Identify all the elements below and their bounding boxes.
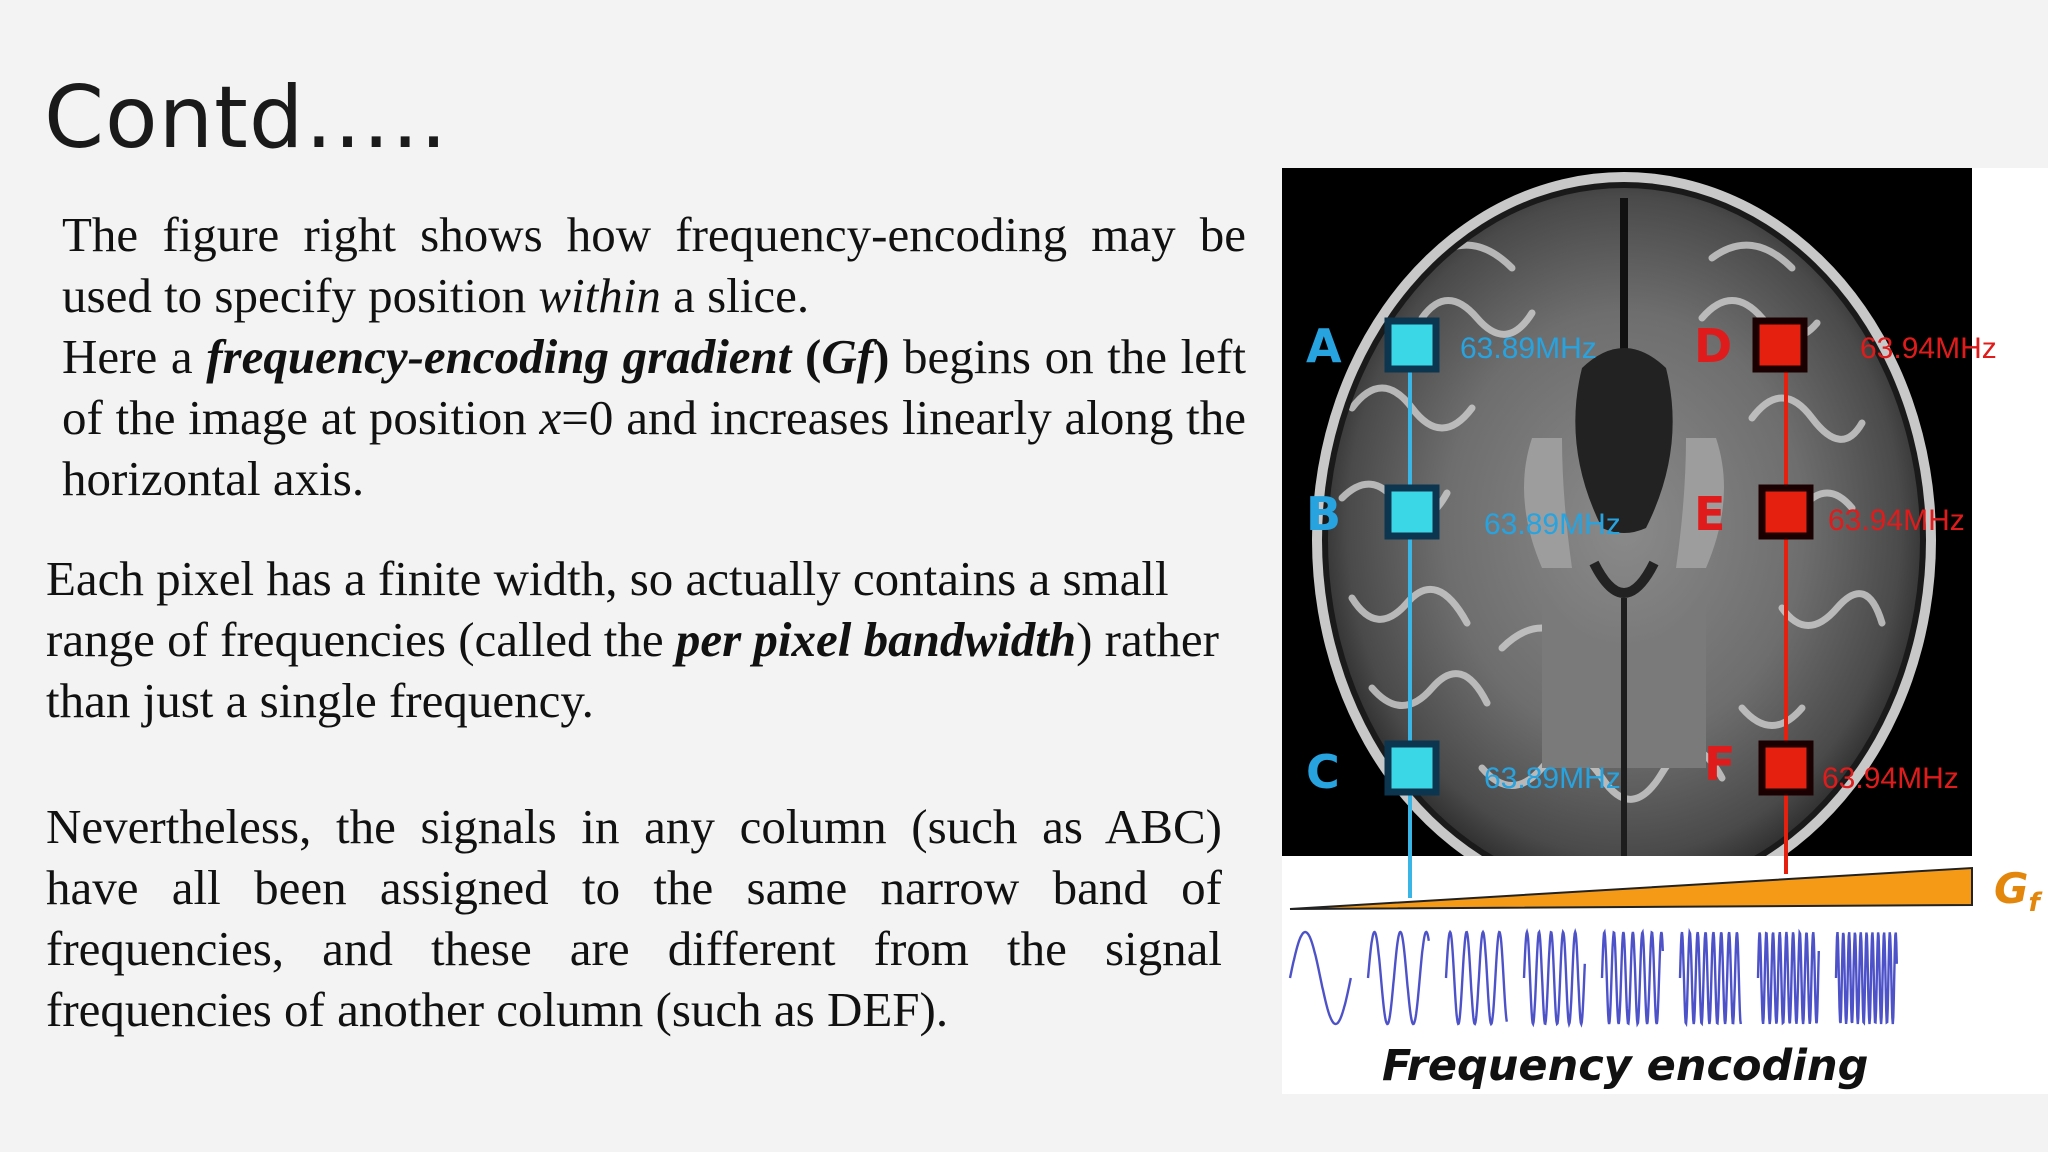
- point-f: F 63.94MHz: [1704, 737, 1959, 796]
- frequency-waveform: [1288, 927, 1898, 1028]
- label-a: A: [1306, 319, 1342, 373]
- freq-c: 63.89MHz: [1484, 762, 1621, 795]
- label-e: E: [1694, 487, 1725, 541]
- paragraph-frequency-encoding: The figure right shows how frequency-enc…: [62, 204, 1246, 509]
- para1-open-paren: (: [791, 329, 822, 384]
- paragraph-columns: Nevertheless, the signals in any column …: [46, 799, 1222, 1037]
- para2-end: ) rather than just a single frequency.: [46, 612, 1219, 728]
- para1-mid: begins on the left of the image at posit…: [62, 329, 1246, 445]
- para2-bandwidth-term: per pixel bandwidth: [675, 612, 1077, 667]
- slide-title: Contd…..: [44, 68, 449, 168]
- para1-within: within: [538, 268, 661, 323]
- gradient-label: Gf: [1994, 864, 2043, 918]
- point-c: C 63.89MHz: [1306, 740, 1621, 799]
- point-e: E 63.94MHz: [1694, 484, 1965, 541]
- freq-e: 63.94MHz: [1828, 504, 1965, 537]
- point-a: A 63.89MHz: [1306, 317, 1597, 373]
- figure-svg: A 63.89MHz B 63.89MHz C 63.89MHz D 63.94…: [1282, 168, 2048, 1094]
- freq-d: 63.94MHz: [1860, 332, 1997, 365]
- brain-scan-image: [1312, 172, 1936, 908]
- frequency-encoding-figure: A 63.89MHz B 63.89MHz C 63.89MHz D 63.94…: [1282, 168, 2048, 1094]
- point-b: B 63.89MHz: [1306, 484, 1621, 541]
- para1-text-end: a slice.: [660, 268, 810, 323]
- label-c: C: [1306, 745, 1340, 799]
- freq-f: 63.94MHz: [1822, 762, 1959, 795]
- para1-gf: Gf: [821, 329, 874, 384]
- para1-gradient-term: frequency-encoding gradient: [206, 329, 792, 384]
- para1-eq: =0 and increases linearly along the hori…: [62, 390, 1246, 506]
- label-f: F: [1704, 737, 1735, 791]
- para1-close-paren: ): [873, 329, 890, 384]
- label-d: D: [1694, 319, 1732, 373]
- para1-text: The figure right shows how frequency-enc…: [62, 207, 1246, 323]
- point-d: D 63.94MHz: [1694, 317, 1997, 373]
- freq-a: 63.89MHz: [1460, 332, 1597, 365]
- para1-here: Here a: [62, 329, 207, 384]
- label-b: B: [1306, 487, 1341, 541]
- gradient-wedge: [1289, 866, 1973, 910]
- para2-start: Each pixel has a finite width, so actual…: [46, 551, 1169, 667]
- freq-b: 63.89MHz: [1484, 508, 1621, 541]
- para1-x: x: [539, 390, 562, 445]
- paragraph-pixel-bandwidth: Each pixel has a finite width, so actual…: [46, 548, 1236, 731]
- figure-caption: Frequency encoding: [1382, 1041, 1868, 1091]
